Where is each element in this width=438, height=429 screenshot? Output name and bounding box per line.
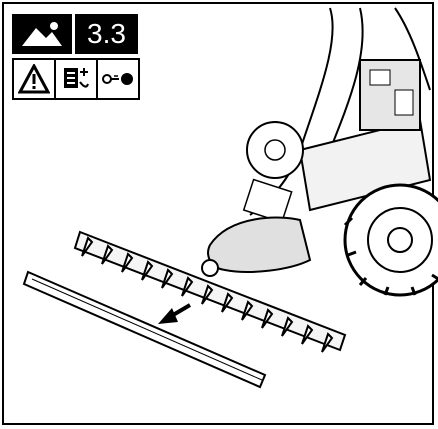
safety-icon-bar [12,58,140,100]
section-badge: 3.3 [12,14,138,54]
section-number: 3.3 [75,14,138,54]
warning-triangle-icon [14,60,54,98]
document-tool-icon [54,60,96,98]
image-landscape-icon [12,14,72,54]
key-icon [96,60,138,98]
